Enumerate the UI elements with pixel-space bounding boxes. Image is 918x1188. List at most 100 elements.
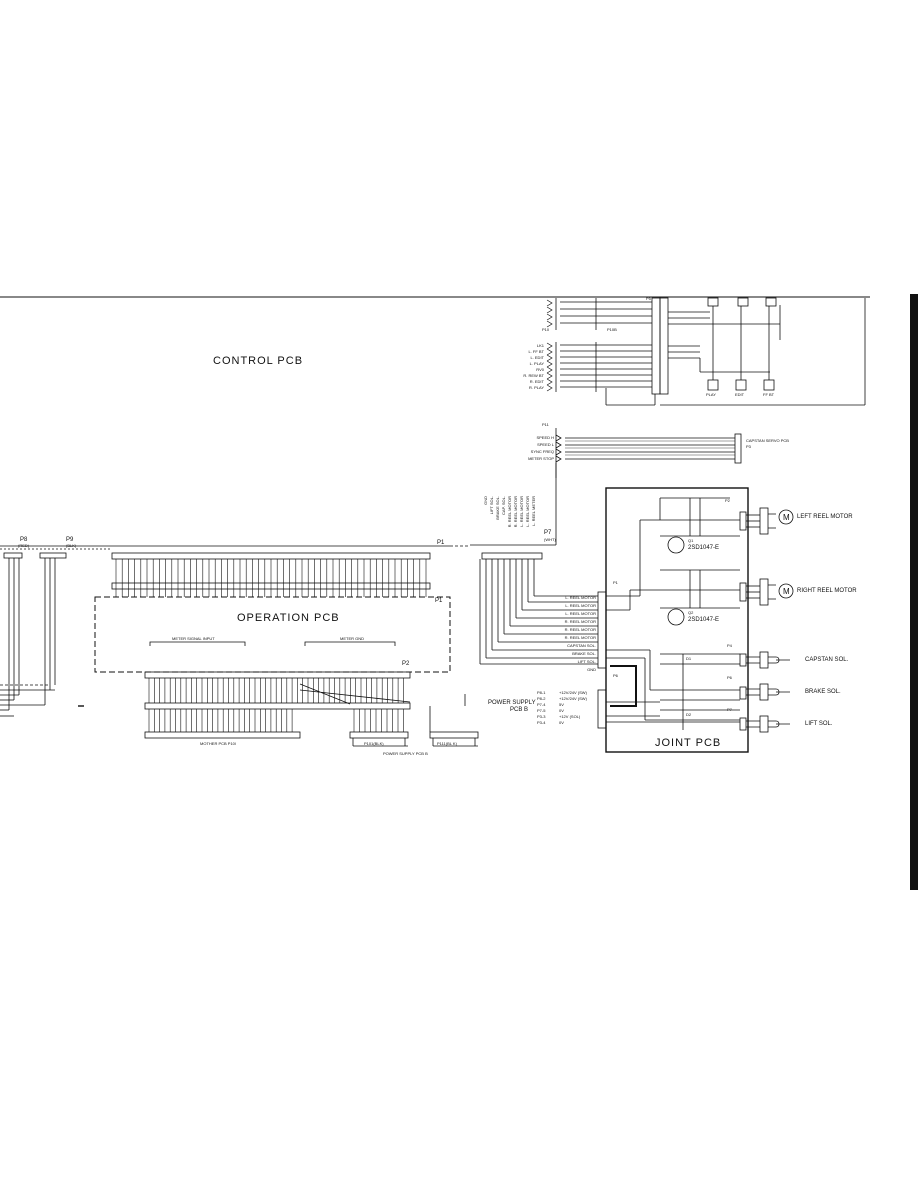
joint-p1-pin: L. REEL MOTOR xyxy=(565,603,596,608)
p101-label: P101(BLK) xyxy=(364,741,384,746)
p10-pin-label: R. EDIT xyxy=(529,379,544,384)
power-supply-label-line: PCB B xyxy=(509,707,528,713)
joint-p1-pin: CAPSTAN SOL. xyxy=(567,643,596,648)
d1-label: D1 xyxy=(686,656,692,661)
p11-signal: METER STOP xyxy=(528,456,554,461)
main-p1-bus xyxy=(0,545,470,590)
p4-label: P4 xyxy=(727,643,732,648)
power-pin: 5V xyxy=(559,702,564,707)
power-supply-b-connectors xyxy=(299,683,479,747)
p7-wire-label: LIFT SOL. xyxy=(489,496,494,515)
p10b-label: P10B xyxy=(607,327,617,332)
operation-pcb-title: OPERATION PCB xyxy=(237,612,340,624)
joint-p1-pin: GND xyxy=(587,667,596,672)
p9-label: P9 xyxy=(66,537,74,543)
joint-p1-pin: R. REEL MOTOR xyxy=(564,635,596,640)
power-pin-ref: P7-5 xyxy=(537,708,546,713)
operation-bottom-connector xyxy=(144,641,411,710)
p7-wire-label: GND xyxy=(483,496,488,505)
p6-label: P6 xyxy=(613,673,618,678)
capstan-sol-label: CAPSTAN SOL. xyxy=(805,657,849,663)
p10-pin-label: R. REW BT xyxy=(523,373,544,378)
p7-wire-label: R. REEL MOTOR xyxy=(507,496,512,528)
power-pin: 0V xyxy=(559,720,564,725)
lamp-play-label: PLAY xyxy=(706,392,716,397)
p10-pin-label: L. EDIT xyxy=(530,355,544,360)
p9-color: (BLK) xyxy=(66,543,77,548)
p11-signal: SPEED H xyxy=(536,435,554,440)
p10-pin-label: R. PLAY xyxy=(528,385,544,390)
power-pin: +12V/24V (SW) xyxy=(559,690,587,695)
p10-label-list: LK1 L. FF BT L. EDIT L. PLAY RV0 R. REW … xyxy=(496,343,544,391)
p7-wire-label: CAP. SOL. xyxy=(501,496,506,516)
power-pin-ref: P3-3 xyxy=(537,714,546,719)
p7-wire-label: L. REEL METER xyxy=(531,496,536,526)
p7-bundle xyxy=(479,552,598,665)
p11-signal: SPEED L xyxy=(537,442,554,447)
motor-symbol-right: M xyxy=(783,587,790,596)
sheet-edge-bar xyxy=(910,294,918,890)
joint-p1-pin-list: L. REEL MOTOR L. REEL MOTOR L. REEL MOTO… xyxy=(560,594,596,674)
power-pin-ref: P8-1 xyxy=(537,690,546,695)
power-pin-ref-list: P8-1 P8-2 P7-4 P7-5 P3-3 P3-4 xyxy=(537,690,545,726)
power-pin: +12V (SOL) xyxy=(559,714,581,719)
p11-bundle xyxy=(470,428,742,546)
power-supply-b-side-label: POWER SUPPLY PCB B xyxy=(488,700,536,714)
joint-pcb-internals xyxy=(597,497,747,731)
p2-label: P2 xyxy=(402,661,410,667)
p111-label: P111(BL K) xyxy=(437,741,457,746)
mother-pcb-connector xyxy=(144,731,301,739)
operation-pcb-outline xyxy=(94,596,451,673)
brake-sol-label: BRAKE SOL. xyxy=(805,689,841,695)
power-supply-b-label: POWER SUPPLY PCB B xyxy=(383,751,428,756)
p10-pin-label: L. FF BT xyxy=(528,349,544,354)
p7-color: (WHT) xyxy=(544,537,556,542)
right-reel-motor-label: RIGHT REEL MOTOR xyxy=(797,588,857,594)
q2-label: Q2 xyxy=(688,610,694,615)
motor-symbol-left: M xyxy=(783,513,790,522)
p7-label: P7 xyxy=(544,530,552,536)
q1-part: 2SD1047-E xyxy=(688,545,720,551)
meter-signal-input-label: METER SIGNAL INPUT xyxy=(172,636,215,641)
d2-label: D2 xyxy=(686,712,692,717)
joint-p1-label: P1 xyxy=(613,580,618,585)
operation-bottom-pins xyxy=(148,678,404,703)
p7-wire-label: L. REEL MOTOR xyxy=(525,496,530,527)
joint-p1-pin: L. REEL MOTOR xyxy=(565,611,596,616)
p10-pin-label: LK1 xyxy=(536,343,544,348)
power-supply-b-pins xyxy=(353,709,404,732)
lift-sol-label: LIFT SOL. xyxy=(805,721,833,727)
lamp-edit-label: EDIT xyxy=(735,392,745,397)
p10-label: P10 xyxy=(542,327,550,332)
p8-color: (RED) xyxy=(18,543,30,548)
p5-label: P5 xyxy=(646,296,651,301)
upper-control-wiring xyxy=(555,297,866,406)
left-reel-motor-label: LEFT REEL MOTOR xyxy=(797,514,853,520)
external-devices xyxy=(746,507,794,733)
p6-sol-label: P6 xyxy=(727,675,732,680)
p1-op-label: P1 xyxy=(435,598,443,604)
power-pin: +12V/24V (SW) xyxy=(559,696,587,701)
mother-pcb-label: MOTHER PCB P10l xyxy=(200,741,236,746)
p10-pin-marks xyxy=(546,299,553,392)
p10-pin-label: L. PLAY xyxy=(529,361,544,366)
joint-p1-pin: L. REEL MOTOR xyxy=(565,595,596,600)
p7-wire-label: L. REEL MOTOR xyxy=(519,496,524,527)
power-pin: 0V xyxy=(559,708,564,713)
p7-sol-label: P7 xyxy=(727,707,732,712)
power-pin-ref: P8-2 xyxy=(537,696,546,701)
p8-label: P8 xyxy=(20,537,28,543)
lamp-ffbt-label: FF BT xyxy=(763,392,775,397)
mother-pcb-pins xyxy=(148,709,293,732)
p11-signal: SYNC FREQ xyxy=(530,449,554,454)
q2-part: 2SD1047-E xyxy=(688,617,720,623)
joint-p1-pin: R. REEL MOTOR xyxy=(564,627,596,632)
meter-gnd-label: METER GND xyxy=(340,636,364,641)
left-reel-motor-icon xyxy=(778,509,794,525)
power-supply-label-line: POWER SUPPLY xyxy=(488,700,536,706)
joint-p1-pin: BRAKE SOL. xyxy=(572,651,596,656)
joint-pcb-outline xyxy=(605,487,749,753)
p11-label: P11 xyxy=(542,422,549,427)
operation-top-pins xyxy=(115,559,427,597)
